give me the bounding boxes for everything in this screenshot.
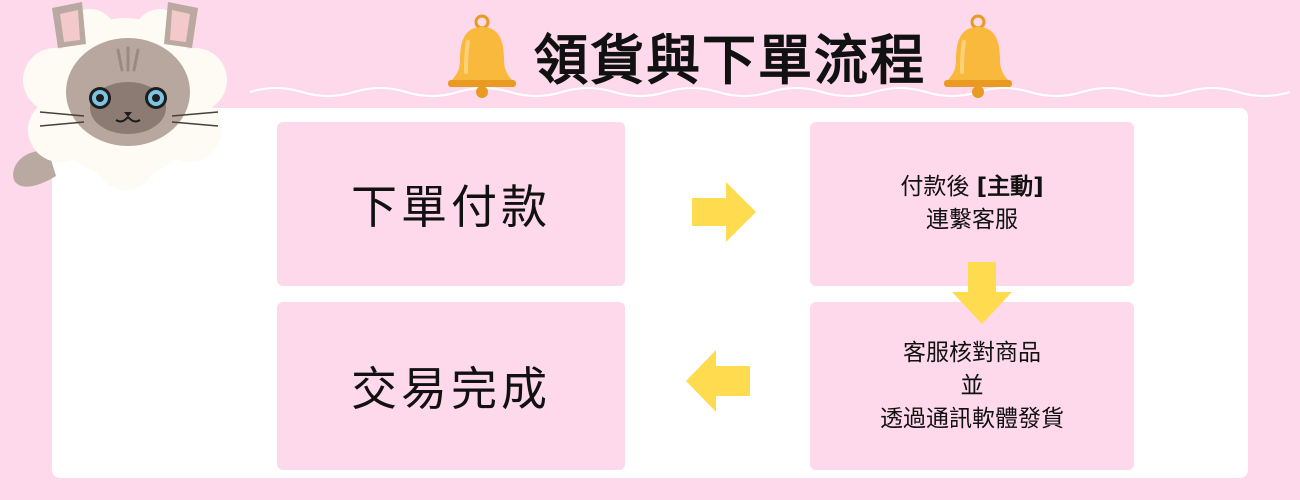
step-order-card: 下單付款 <box>277 122 625 286</box>
title-bar: 領貨與下單流程 <box>415 12 1045 98</box>
step-verify-line1: 客服核對商品 <box>903 339 1041 366</box>
step-contact-card: 付款後 [主動] 連繫客服 <box>810 122 1134 286</box>
step-verify-card: 客服核對商品 並 透過通訊軟體發貨 <box>810 302 1134 470</box>
arrow-right-icon <box>692 182 756 242</box>
bell-icon <box>448 14 516 98</box>
step-contact-line2: 連繫客服 <box>926 207 1018 233</box>
bell-icon <box>944 14 1012 98</box>
arrow-down-icon <box>952 262 1012 324</box>
step-order-label: 下單付款 <box>351 180 551 234</box>
cat-mascot <box>13 2 227 190</box>
step-verify-line3: 透過通訊軟體發貨 <box>880 405 1064 432</box>
step-done-card: 交易完成 <box>277 302 625 470</box>
step-verify-line2: 並 <box>960 372 984 399</box>
page-title: 領貨與下單流程 <box>534 28 926 92</box>
step-done-label: 交易完成 <box>351 362 551 416</box>
step-contact-line1: 付款後 [主動] <box>900 174 1044 200</box>
wavy-divider <box>250 87 1290 97</box>
arrow-left-icon <box>686 350 750 412</box>
